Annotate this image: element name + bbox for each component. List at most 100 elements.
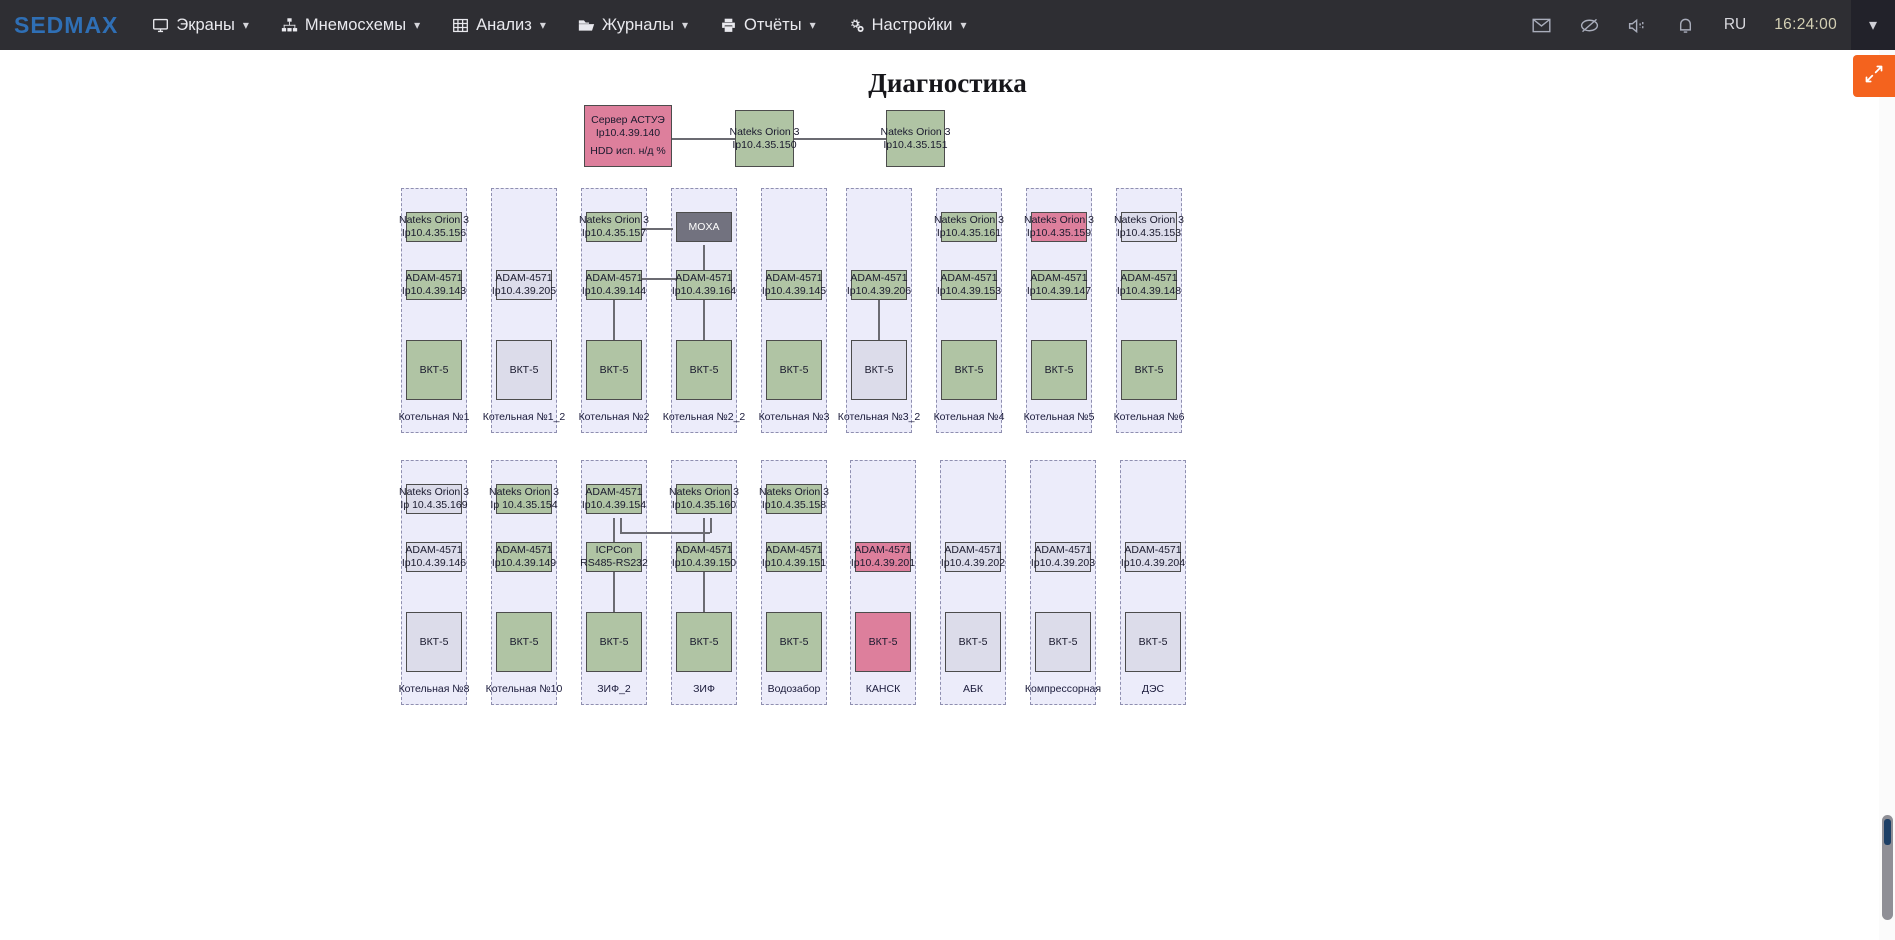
- bell-icon[interactable]: [1662, 0, 1710, 50]
- node-line: ВКТ-5: [419, 363, 449, 376]
- node-line: Ip 10.4.35.169: [400, 499, 468, 511]
- node-line: Ip10.4.39.205: [491, 285, 557, 297]
- device-node[interactable]: ВКТ-5: [676, 340, 732, 400]
- connector-adam154-to-icpcon: [613, 518, 615, 554]
- connector-moxa-to-adam144: [605, 278, 705, 280]
- device-node[interactable]: ВКТ-5: [406, 612, 462, 672]
- site-label: Котельная №10: [485, 683, 563, 695]
- device-node[interactable]: ВКТ-5: [496, 612, 552, 672]
- nav-label-analysis: Анализ: [476, 15, 532, 34]
- device-node[interactable]: ВКТ-5: [1031, 340, 1087, 400]
- device-node[interactable]: ВКТ-5: [766, 340, 822, 400]
- user-menu-button[interactable]: ▾: [1851, 0, 1895, 50]
- connector-adam164-to-vkt: [703, 306, 705, 340]
- device-node[interactable]: MOXA: [676, 212, 732, 242]
- nav-item-screens[interactable]: Экраны ▾: [136, 0, 264, 50]
- device-node[interactable]: ВКТ-5: [676, 612, 732, 672]
- node-line: ВКТ-5: [779, 635, 809, 648]
- node-line: ВКТ-5: [1048, 635, 1078, 648]
- eye-off-icon[interactable]: [1566, 0, 1614, 50]
- device-node[interactable]: ВКТ-5: [851, 340, 907, 400]
- chevron-down-icon: ▾: [809, 18, 816, 32]
- site-label: КАНСК: [865, 683, 901, 695]
- node-line: ВКТ-5: [599, 363, 629, 376]
- site-label: Котельная №3: [758, 411, 830, 423]
- node-line: ADAM-4571: [1034, 544, 1092, 556]
- vertical-scrollbar-thumb[interactable]: [1882, 815, 1893, 920]
- device-node[interactable]: ВКТ-5: [941, 340, 997, 400]
- mail-icon[interactable]: [1518, 0, 1566, 50]
- nav-item-settings[interactable]: Настройки ▾: [832, 0, 983, 50]
- node-line: Ip10.4.39.151: [761, 557, 827, 569]
- device-node[interactable]: ВКТ-5: [766, 612, 822, 672]
- nav-item-journals[interactable]: Журналы ▾: [562, 0, 704, 50]
- device-node[interactable]: ВКТ-5: [945, 612, 1001, 672]
- fullscreen-button[interactable]: [1853, 55, 1895, 97]
- nav-item-analysis[interactable]: Анализ ▾: [436, 0, 562, 50]
- site-label: АБК: [962, 683, 983, 695]
- node-line: Nateks Orion 3: [398, 486, 470, 498]
- device-node[interactable]: ВКТ-5: [406, 340, 462, 400]
- printer-icon: [720, 17, 737, 34]
- device-node[interactable]: ВКТ-5: [496, 340, 552, 400]
- nav-item-mnemoschemes[interactable]: Мнемосхемы ▾: [265, 0, 436, 50]
- brand-logo[interactable]: SEDMAX: [14, 11, 119, 38]
- node-line: Ip10.4.35.160: [671, 499, 737, 511]
- top-navbar: SEDMAX Экраны ▾ Мнемосхемы ▾ Анализ ▾: [0, 0, 1895, 50]
- vertical-scrollbar-track[interactable]: [1879, 50, 1895, 940]
- connector-nateks160-down: [710, 518, 712, 533]
- device-node[interactable]: ВКТ-5: [1035, 612, 1091, 672]
- nav-label-reports: Отчёты: [743, 15, 802, 34]
- device-node[interactable]: ВКТ-5: [1121, 340, 1177, 400]
- chevron-down-icon: ▾: [539, 18, 546, 32]
- node-line: Ip10.4.39.201: [850, 557, 916, 569]
- speaker-icon[interactable]: [1614, 0, 1662, 50]
- language-selector[interactable]: RU: [1723, 16, 1747, 33]
- node-line: Nateks Orion 3: [398, 214, 470, 226]
- node-line: Ip10.4.39.144: [581, 285, 647, 297]
- device-node[interactable]: ВКТ-5: [1125, 612, 1181, 672]
- device-node[interactable]: ВКТ-5: [855, 612, 911, 672]
- device-node[interactable]: ВКТ-5: [586, 340, 642, 400]
- node-line: Ip10.4.35.157: [581, 227, 647, 239]
- node-line: Ip10.4.35.150: [732, 138, 797, 151]
- node-line: Nateks Orion 3: [729, 125, 800, 138]
- node-line: Ip10.4.39.154: [581, 499, 647, 511]
- gears-icon: [848, 17, 865, 34]
- node-line: ВКТ-5: [509, 363, 539, 376]
- device-node[interactable]: ВКТ-5: [586, 612, 642, 672]
- nav-item-reports[interactable]: Отчёты ▾: [704, 0, 832, 50]
